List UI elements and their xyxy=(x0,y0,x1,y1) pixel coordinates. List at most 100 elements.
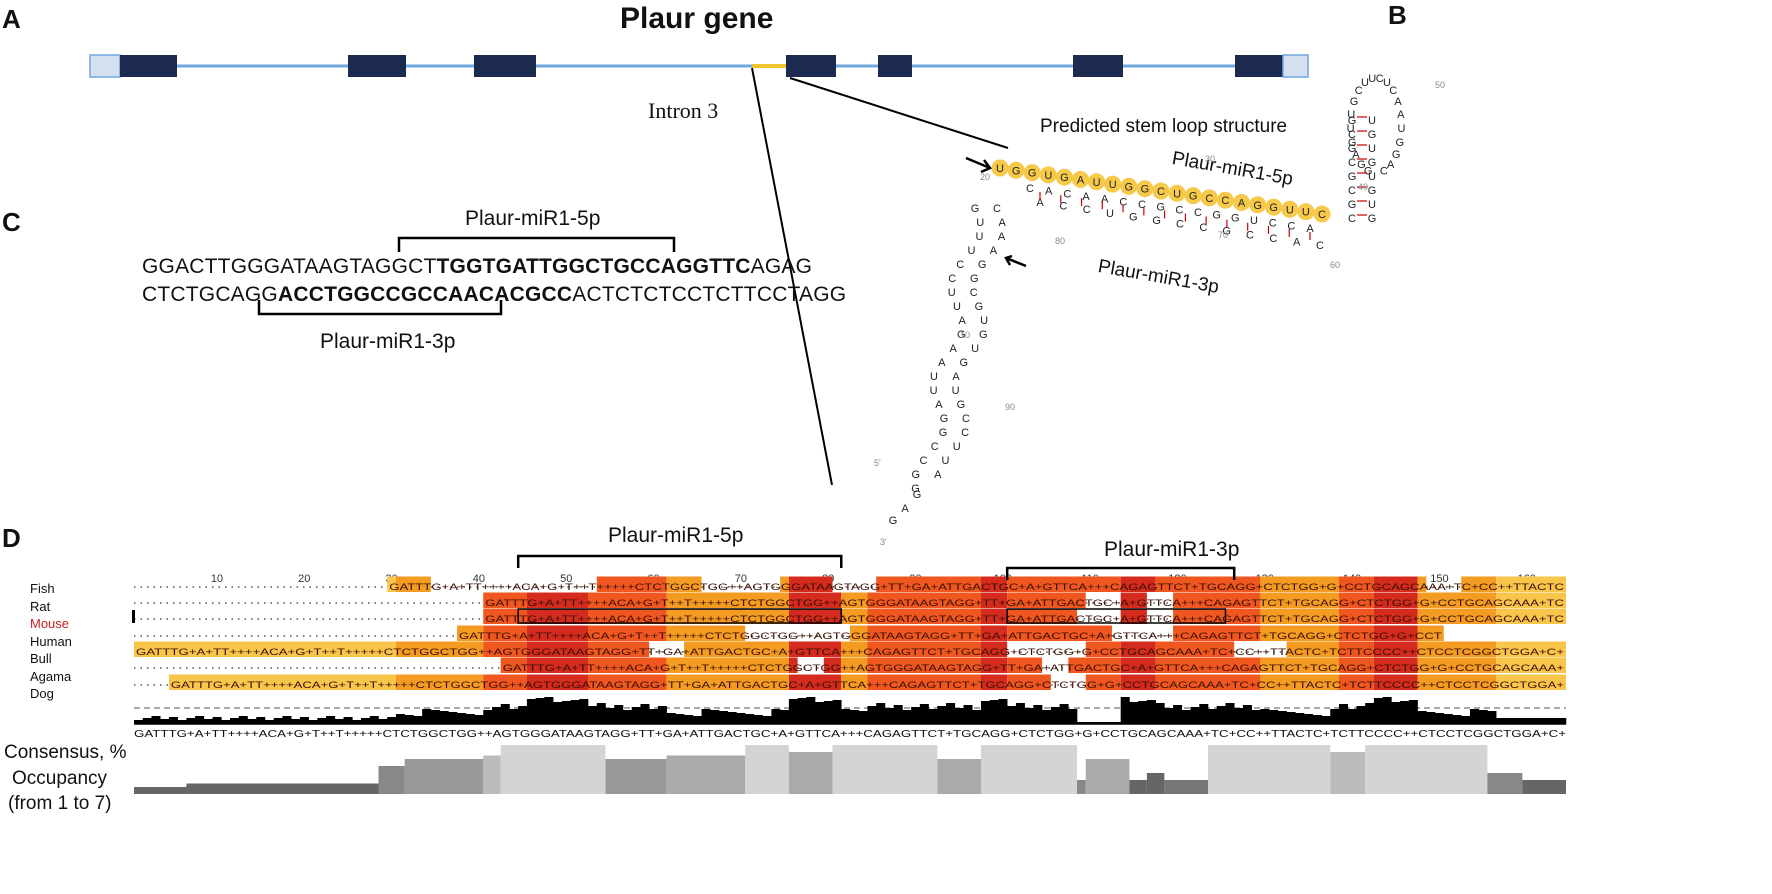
consensus-bar xyxy=(1382,697,1392,724)
nt-lower-25: A xyxy=(952,371,960,383)
align-block xyxy=(876,576,981,592)
align-block xyxy=(1373,674,1418,690)
consensus-bar xyxy=(1443,714,1453,724)
consensus-bar xyxy=(535,698,545,724)
align-block xyxy=(1496,608,1566,624)
align-block xyxy=(1461,576,1497,592)
nt-5p-13: C xyxy=(1205,193,1213,205)
consensus-bar xyxy=(1234,708,1244,724)
consensus-bar xyxy=(317,718,327,724)
species-seq-row: GATTTG+A+TT++++ACA+G+T++T+++++CTCTGGCTGG… xyxy=(485,614,1564,624)
align-block xyxy=(980,657,1008,673)
align-block xyxy=(867,657,981,673)
arrow-5p-start xyxy=(965,156,992,174)
align-block xyxy=(980,641,1008,657)
nt-5p-5-hl xyxy=(1072,171,1089,188)
nt-loop-10: C xyxy=(1376,73,1384,85)
mouse-box-5p xyxy=(517,608,843,624)
align-bracket-3p xyxy=(1005,566,1236,580)
consensus-bar xyxy=(1496,718,1506,724)
consensus-bar xyxy=(649,709,659,724)
align-block xyxy=(1007,576,1121,592)
nt-stem-12: U xyxy=(1250,215,1258,227)
consensus-bar xyxy=(1426,712,1436,724)
nt-lower-26: U xyxy=(930,385,938,397)
align-block xyxy=(841,641,868,657)
align-block xyxy=(980,625,1008,641)
nt-5p-20: C xyxy=(1318,209,1326,221)
align-block xyxy=(483,592,527,608)
consensus-label: Consensus, % xyxy=(4,742,127,763)
species-label-dog: Dog xyxy=(30,686,54,701)
occupancy-bar xyxy=(832,745,938,794)
consensus-bar xyxy=(273,718,283,724)
nt-5p-18-hl xyxy=(1281,200,1299,218)
consensus-bar xyxy=(160,719,170,724)
consensus-bar xyxy=(1504,718,1514,724)
nt-lower-39: A xyxy=(934,469,942,481)
align-block xyxy=(788,608,842,624)
nt-lower-15: G xyxy=(975,301,984,313)
nt-5p-14: C xyxy=(1221,195,1229,207)
align-block xyxy=(1338,608,1374,624)
nt-stem-10: G xyxy=(1212,210,1221,222)
pos-label-10: 3' xyxy=(880,537,887,547)
align-block xyxy=(1338,674,1374,690)
align-block xyxy=(1338,657,1374,673)
consensus-bar xyxy=(1461,716,1471,724)
consensus-bar xyxy=(1408,700,1418,724)
nt-5p-10: C xyxy=(1157,186,1165,198)
align-block xyxy=(1373,641,1418,657)
align-block xyxy=(1260,657,1339,673)
align-block xyxy=(780,576,789,592)
ruler-tick-50: 50 xyxy=(560,573,572,585)
occupancy-bar xyxy=(483,755,501,794)
nt-rstem-a-6: G xyxy=(1348,199,1357,211)
nt-rstem-a-2: G xyxy=(1348,143,1357,155)
nt-rstem-b-1: G xyxy=(1368,129,1377,141)
consensus-bar xyxy=(884,708,894,724)
nt-lower-19: G xyxy=(979,329,988,341)
align-block xyxy=(1373,657,1418,673)
nt-lower-36: C xyxy=(919,455,927,467)
consensus-bar xyxy=(1050,707,1060,724)
align-block xyxy=(788,674,842,690)
align-block xyxy=(1007,592,1086,608)
align-block xyxy=(1496,657,1566,673)
align-block xyxy=(1338,576,1374,592)
pos-label-7: 10 xyxy=(960,330,970,340)
nt-lower-13: C xyxy=(970,287,978,299)
nt-rstem-b-7: G xyxy=(1368,213,1377,225)
align-block xyxy=(1007,625,1112,641)
exon-3 xyxy=(474,55,536,77)
consensus-bar xyxy=(998,699,1008,724)
align-block xyxy=(1417,641,1497,657)
align-block xyxy=(1120,576,1156,592)
nt-loop-18: A xyxy=(1387,159,1395,171)
nt-5p-2: G xyxy=(1028,168,1037,180)
consensus-bar xyxy=(1548,718,1558,724)
nt-loop-3: G xyxy=(1348,137,1357,149)
align-block xyxy=(526,641,589,657)
consensus-bar xyxy=(631,707,641,724)
nt-rstem-a-4: G xyxy=(1348,171,1357,183)
consensus-bar xyxy=(588,706,598,724)
zoom-line-right xyxy=(789,77,1009,149)
nt-5p-5: A xyxy=(1077,175,1085,187)
consensus-bar xyxy=(954,708,964,724)
nt-lower-5: A xyxy=(998,231,1006,243)
nt-5p-19: U xyxy=(1302,207,1310,219)
align-block xyxy=(1373,576,1418,592)
consensus-bar xyxy=(230,718,240,724)
align-block xyxy=(850,625,868,641)
nt-stem-4: A xyxy=(1101,194,1109,206)
nt-lower-23: G xyxy=(960,357,969,369)
align-block xyxy=(823,657,842,673)
consensus-bar xyxy=(815,702,825,724)
occupancy-bar xyxy=(1164,780,1208,794)
align-block xyxy=(1338,625,1374,641)
nt-5p-13-hl xyxy=(1200,189,1218,207)
nt-5p-8: G xyxy=(1125,181,1134,193)
ruler-tick-150: 150 xyxy=(1430,573,1448,585)
consensus-bar xyxy=(675,714,685,724)
